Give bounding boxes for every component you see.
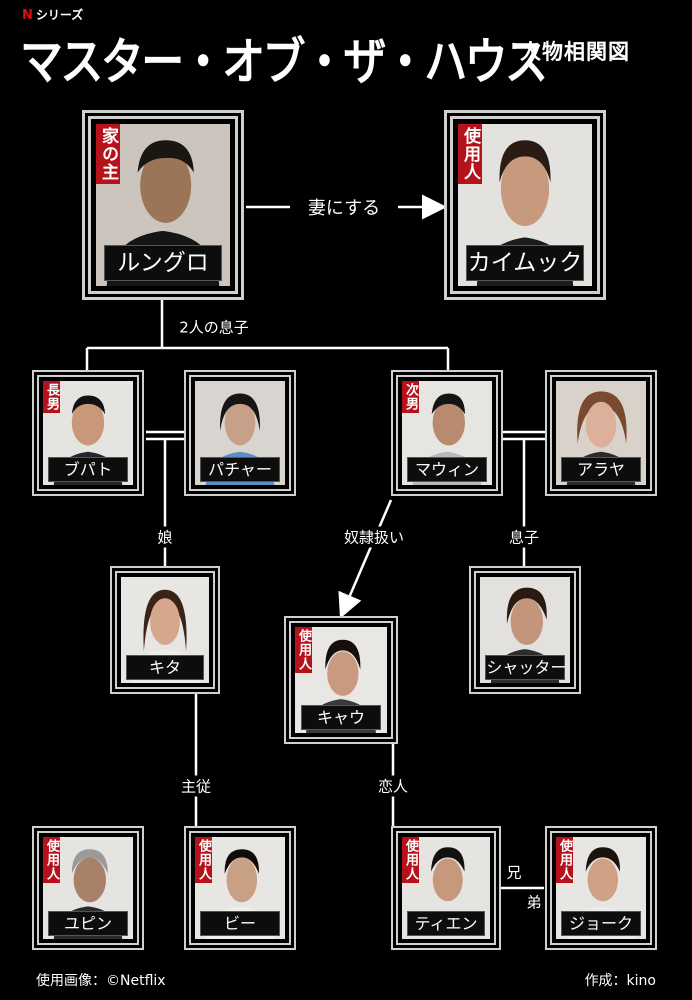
tag-joke: 使用人 xyxy=(556,837,573,883)
name-yupin: ユピン xyxy=(48,911,128,936)
name-joke: ジョーク xyxy=(561,911,641,936)
relation-master-servant: 主従 xyxy=(178,775,214,797)
tag-yupin: 使用人 xyxy=(43,837,60,883)
tag-mawin: 次男 xyxy=(402,381,419,413)
card-chattar[interactable]: シャッター xyxy=(469,566,581,694)
card-bee[interactable]: 使用人 ビー xyxy=(184,826,296,950)
tag-tien: 使用人 xyxy=(402,837,419,883)
name-buphat: ブパト xyxy=(48,457,128,482)
relation-older-brother: 兄 xyxy=(504,861,524,883)
name-kita: キタ xyxy=(126,655,204,680)
name-mawin: マウィン xyxy=(407,457,487,482)
relation-son: 息子 xyxy=(506,526,542,548)
relation-daughter: 娘 xyxy=(155,526,175,548)
card-kita[interactable]: キタ xyxy=(110,566,220,694)
tag-kyao: 使用人 xyxy=(295,627,312,673)
name-chattar: シャッター xyxy=(485,655,566,680)
name-pacha: パチャー xyxy=(200,457,280,482)
name-tien: ティエン xyxy=(407,911,485,936)
show-title: マスター・オブ・ザ・ハウス xyxy=(20,33,548,91)
card-pacha[interactable]: パチャー xyxy=(184,370,296,496)
name-bee: ビー xyxy=(200,911,280,936)
card-rungro[interactable]: 家の主 ルングロ xyxy=(82,110,244,300)
relation-two-sons: 2人の息子 xyxy=(177,316,251,338)
card-joke[interactable]: 使用人 ジョーク xyxy=(545,826,657,950)
tag-buphat: 長男 xyxy=(43,381,60,413)
relation-marry: 妻にする xyxy=(301,194,387,220)
tag-kaimuk: 使用人 xyxy=(458,124,482,184)
name-kaimuk: カイムック xyxy=(466,245,584,281)
image-credit: 使用画像：©Netflix xyxy=(36,973,166,989)
tag-bee: 使用人 xyxy=(195,837,212,883)
card-araya[interactable]: アラヤ xyxy=(545,370,657,496)
card-kaimuk[interactable]: 使用人 カイムック xyxy=(444,110,606,300)
author-credit: 作成：kino xyxy=(584,973,656,989)
name-kyao: キャウ xyxy=(300,705,382,730)
name-araya: アラヤ xyxy=(561,457,641,482)
card-tien[interactable]: 使用人 ティエン xyxy=(391,826,501,950)
relation-younger-brother: 弟 xyxy=(524,891,544,913)
card-mawin[interactable]: 次男 マウィン xyxy=(391,370,503,496)
name-rungro: ルングロ xyxy=(104,245,222,281)
card-buphat[interactable]: 長男 ブパト xyxy=(32,370,144,496)
card-yupin[interactable]: 使用人 ユピン xyxy=(32,826,144,950)
tag-rungro: 家の主 xyxy=(96,124,120,184)
line-mawin-kyao xyxy=(338,499,393,619)
netflix-logo: N xyxy=(22,8,33,23)
chart-subtitle: 人物相関図 xyxy=(520,40,630,64)
relation-enslave: 奴隷扱い xyxy=(341,526,407,548)
relation-lovers: 恋人 xyxy=(375,775,411,797)
card-kyao[interactable]: 使用人 キャウ xyxy=(284,616,398,744)
